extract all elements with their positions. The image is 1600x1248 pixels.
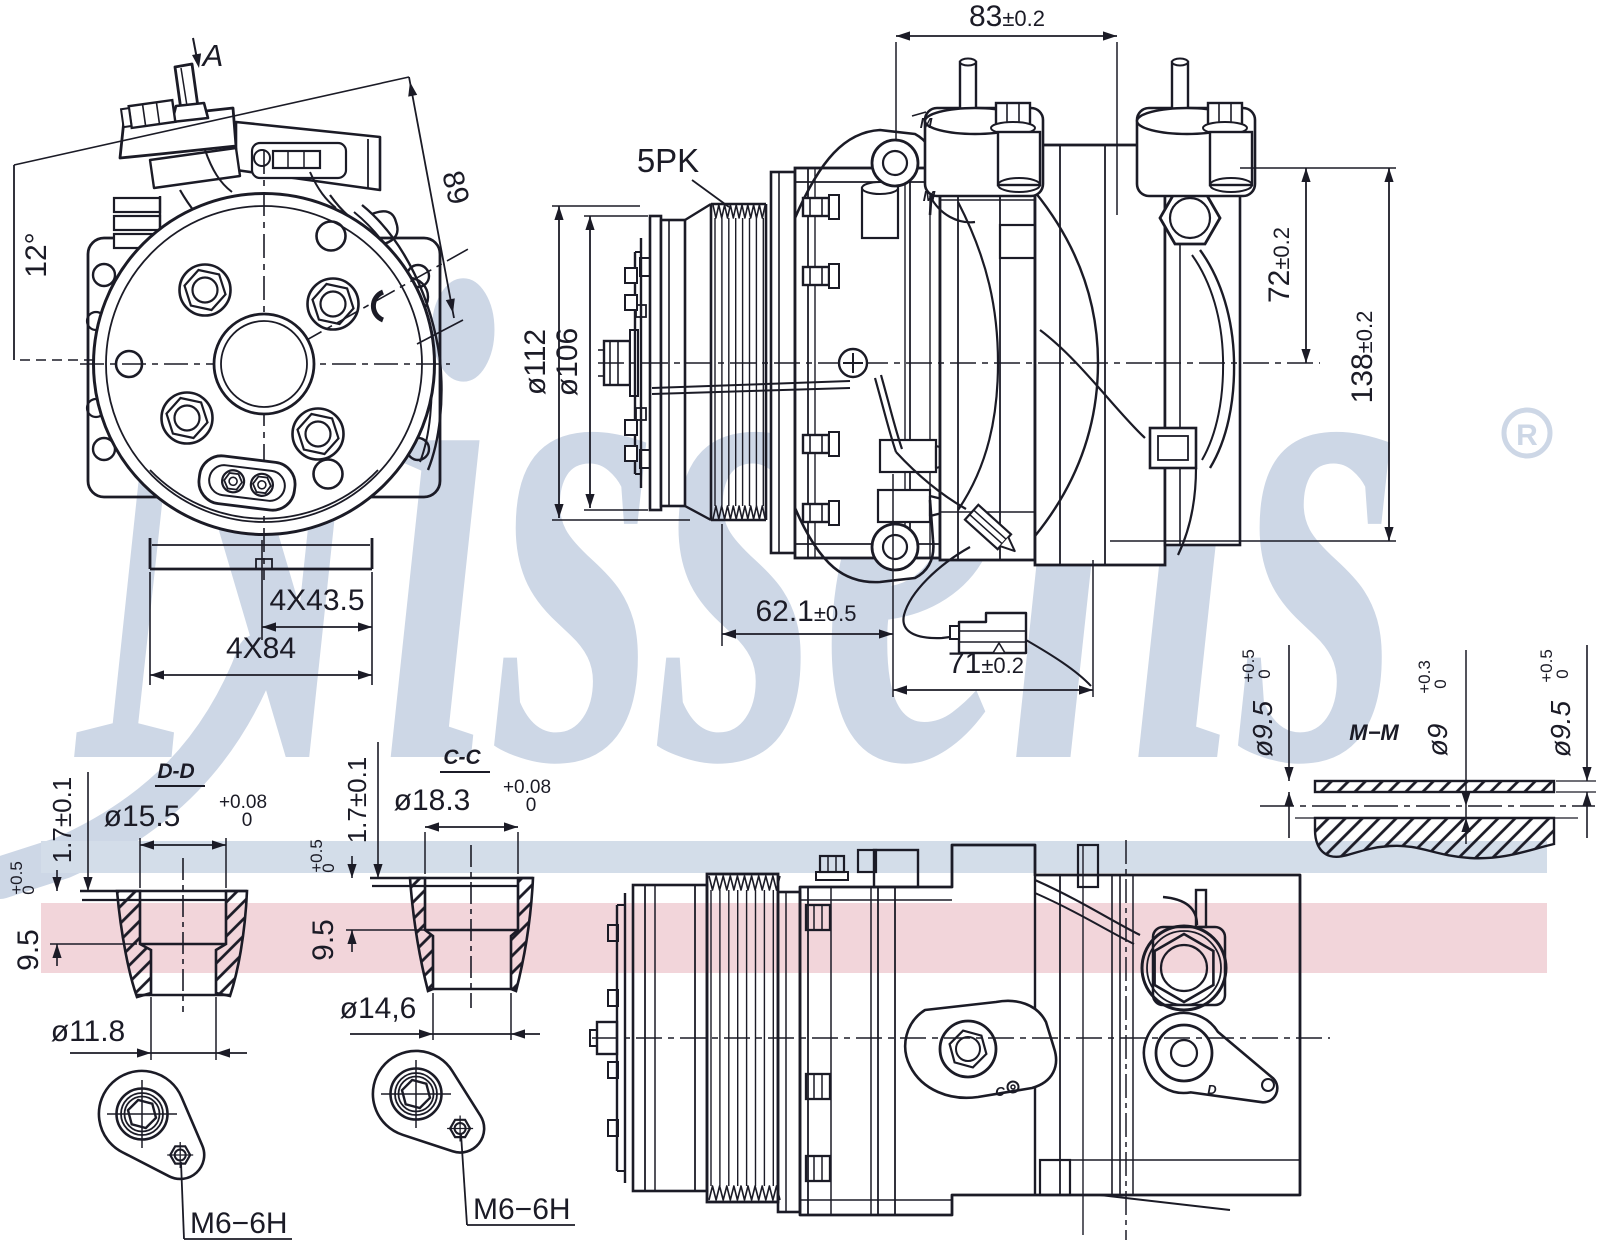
svg-text:ø112: ø112 [519, 329, 552, 395]
svg-text:C: C [995, 1084, 1005, 1099]
svg-text:138±0.2: 138±0.2 [1346, 311, 1379, 404]
svg-text:M−M: M−M [1349, 720, 1399, 745]
svg-text:+0.5: +0.5 [1239, 649, 1258, 683]
svg-text:71±0.2: 71±0.2 [948, 647, 1024, 680]
svg-text:12°: 12° [20, 232, 53, 277]
svg-text:1.7±0.1: 1.7±0.1 [47, 777, 77, 864]
svg-text:ø15.5: ø15.5 [104, 800, 181, 833]
svg-text:+0.08: +0.08 [219, 792, 267, 813]
svg-text:+0.5: +0.5 [1537, 649, 1556, 683]
svg-text:A: A [201, 38, 224, 73]
svg-text:62.1±0.5: 62.1±0.5 [755, 595, 856, 628]
svg-text:M: M [920, 115, 933, 132]
svg-text:ø18.3: ø18.3 [394, 784, 471, 817]
svg-text:M: M [923, 188, 936, 205]
svg-text:ø106: ø106 [551, 328, 584, 396]
svg-text:0: 0 [526, 795, 537, 816]
svg-text:ø14,6: ø14,6 [340, 992, 417, 1025]
svg-text:0: 0 [319, 863, 338, 872]
svg-text:D: D [1207, 1082, 1217, 1097]
svg-text:C-C: C-C [443, 746, 481, 769]
svg-text:72±0.2: 72±0.2 [1263, 227, 1296, 303]
svg-text:M6−6H: M6−6H [473, 1193, 571, 1226]
svg-text:+0.3: +0.3 [1415, 660, 1434, 694]
svg-text:1.7±0.1: 1.7±0.1 [342, 757, 372, 844]
svg-text:0: 0 [19, 885, 38, 894]
svg-text:+0.5: +0.5 [7, 861, 26, 895]
svg-text:ø9: ø9 [1422, 724, 1453, 757]
svg-text:ø11.8: ø11.8 [51, 1015, 126, 1048]
svg-text:R: R [1516, 419, 1538, 452]
svg-text:9.5: 9.5 [307, 919, 340, 961]
svg-text:89: 89 [435, 168, 475, 208]
svg-text:0: 0 [1255, 669, 1274, 678]
svg-text:4X43.5: 4X43.5 [269, 584, 364, 617]
svg-text:ø9.5: ø9.5 [1247, 701, 1278, 757]
svg-text:5PK: 5PK [637, 142, 699, 179]
svg-text:ø9.5: ø9.5 [1545, 701, 1576, 757]
svg-text:0: 0 [1553, 669, 1572, 678]
svg-text:+0.08: +0.08 [503, 777, 551, 798]
svg-text:0: 0 [242, 810, 253, 831]
svg-text:M6−6H: M6−6H [190, 1207, 288, 1240]
svg-text:0: 0 [1431, 679, 1450, 688]
svg-text:9.5: 9.5 [12, 929, 45, 971]
svg-text:83±0.2: 83±0.2 [969, 0, 1045, 33]
svg-text:+0.5: +0.5 [307, 839, 326, 873]
svg-text:D-D: D-D [157, 760, 194, 783]
svg-text:4X84: 4X84 [226, 632, 296, 665]
